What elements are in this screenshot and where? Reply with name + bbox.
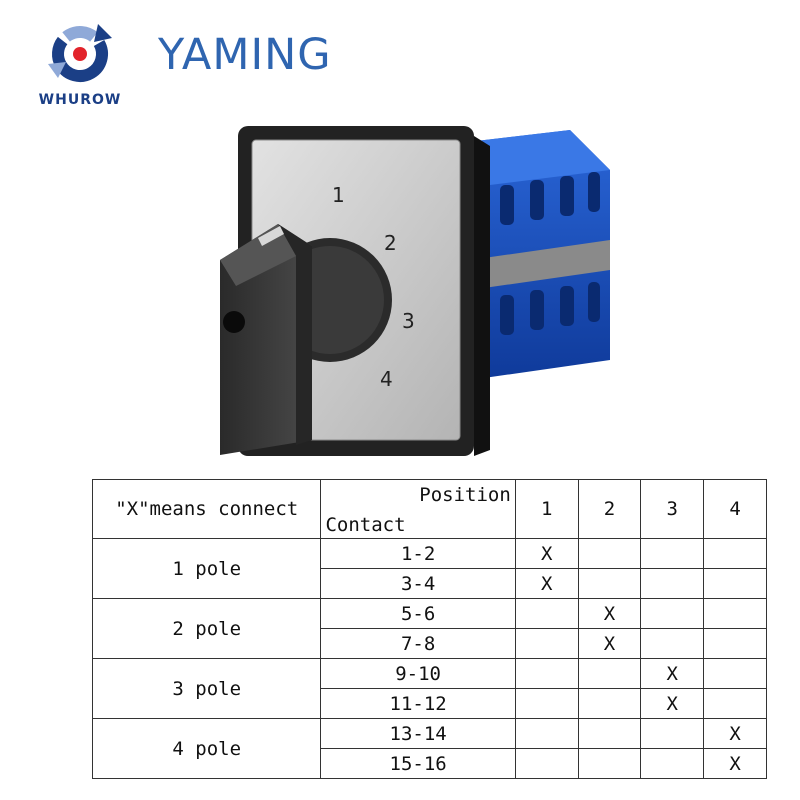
- connection-cell: [640, 748, 705, 779]
- pole-group-label: 2 pole: [91, 598, 322, 659]
- dial-position-1: 1: [332, 183, 345, 207]
- contact-table-body: "X"means connect Position Contact 1 2 3 …: [91, 479, 767, 779]
- contact-name: 3-4: [320, 568, 516, 599]
- contact-name: 11-12: [320, 688, 516, 719]
- connection-cell: [577, 568, 642, 599]
- connection-cell: [640, 628, 705, 659]
- connection-cell: [577, 538, 642, 569]
- contact-name: 1-2: [320, 538, 516, 569]
- pole-group-label: 3 pole: [91, 658, 322, 719]
- connection-cell: [514, 688, 579, 719]
- connection-cell: [703, 688, 767, 719]
- contact-name: 7-8: [320, 628, 516, 659]
- brand-logo: WHUROW: [30, 18, 130, 108]
- knob-hole: [223, 311, 245, 333]
- connection-cell: [577, 748, 642, 779]
- connection-cell: X: [514, 538, 579, 569]
- header-cell: Position Contact: [320, 479, 516, 539]
- connection-cell: X: [703, 748, 767, 779]
- position-column-3: 3: [640, 479, 705, 539]
- dial-position-4: 4: [380, 367, 393, 391]
- pole-group-label: 4 pole: [91, 718, 322, 779]
- connection-cell: X: [703, 718, 767, 749]
- position-header: Position: [419, 484, 511, 506]
- connection-cell: X: [640, 658, 705, 689]
- recycle-arrows-icon: [48, 24, 112, 82]
- connection-cell: [703, 658, 767, 689]
- contact-name: 9-10: [320, 658, 516, 689]
- connection-cell: [703, 598, 767, 629]
- connection-cell: X: [577, 628, 642, 659]
- connection-cell: [640, 538, 705, 569]
- contact-name: 15-16: [320, 748, 516, 779]
- dial-position-2: 2: [384, 231, 397, 255]
- pole-group-label: 1 pole: [91, 538, 322, 599]
- connection-cell: [703, 628, 767, 659]
- connection-cell: [514, 658, 579, 689]
- brand-logo-text: WHUROW: [38, 92, 122, 108]
- connection-cell: [514, 598, 579, 629]
- connection-cell: X: [577, 598, 642, 629]
- connection-cell: [640, 568, 705, 599]
- connection-cell: [514, 718, 579, 749]
- connection-cell: [577, 658, 642, 689]
- connection-cell: [703, 538, 767, 569]
- connection-cell: [577, 718, 642, 749]
- contact-table: "X"means connect Position Contact 1 2 3 …: [91, 479, 767, 779]
- position-column-2: 2: [577, 479, 642, 539]
- connection-cell: X: [640, 688, 705, 719]
- brand-name: YAMING: [158, 30, 332, 80]
- connection-cell: [640, 718, 705, 749]
- table-row: 15-16 X: [93, 748, 767, 779]
- connection-cell: [514, 628, 579, 659]
- legend-cell: "X"means connect: [91, 479, 322, 539]
- connection-cell: X: [514, 568, 579, 599]
- connection-cell: [577, 688, 642, 719]
- position-column-4: 4: [703, 479, 767, 539]
- connection-cell: [514, 748, 579, 779]
- position-column-1: 1: [514, 479, 579, 539]
- connection-cell: [703, 568, 767, 599]
- contact-header: Contact: [325, 514, 406, 536]
- contact-name: 5-6: [320, 598, 516, 629]
- rotary-switch-photo: 1 2 3 4: [220, 126, 610, 456]
- contact-name: 13-14: [320, 718, 516, 749]
- connection-cell: [640, 598, 705, 629]
- rotary-knob: [220, 224, 392, 455]
- dial-position-3: 3: [402, 309, 415, 333]
- table-header-row: "X"means connect Position Contact 1 2 3 …: [91, 479, 767, 539]
